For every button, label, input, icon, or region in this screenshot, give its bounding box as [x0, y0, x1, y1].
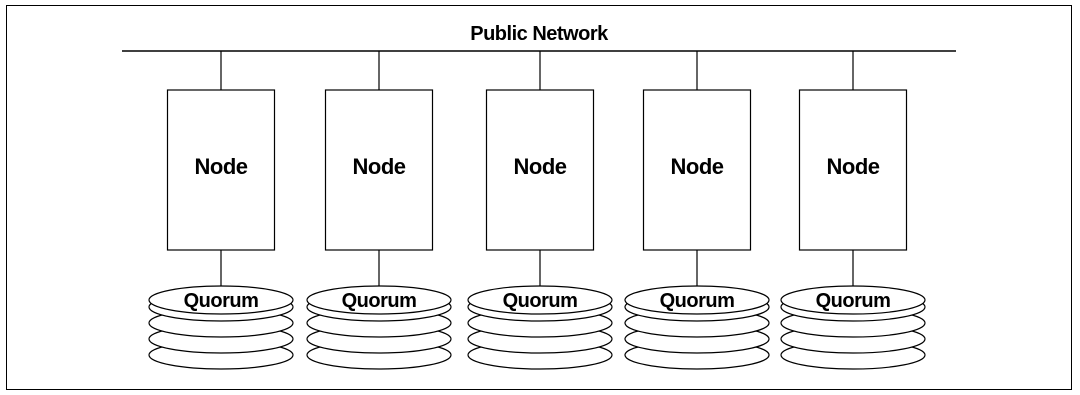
quorum-disk-top: [624, 285, 770, 315]
quorum-disk-top: [467, 285, 613, 315]
diagram-frame: [6, 5, 1072, 390]
node-box: [642, 89, 752, 251]
quorum-label: Quorum: [660, 290, 735, 312]
node-label: Node: [353, 154, 406, 179]
node-box: [798, 89, 908, 251]
quorum-label: Quorum: [503, 290, 578, 312]
quorum-disk-top: [306, 285, 452, 315]
node-label: Node: [827, 154, 880, 179]
node-label: Node: [514, 154, 567, 179]
node-box: [485, 89, 595, 251]
node-label: Node: [195, 154, 248, 179]
public-network-label: Public Network: [470, 23, 609, 45]
node-label: Node: [671, 154, 724, 179]
quorum-label: Quorum: [816, 290, 891, 312]
node-box: [166, 89, 276, 251]
quorum-disk-top: [148, 285, 294, 315]
quorum-label: Quorum: [184, 290, 259, 312]
quorum-label: Quorum: [342, 290, 417, 312]
quorum-disk-top: [780, 285, 926, 315]
